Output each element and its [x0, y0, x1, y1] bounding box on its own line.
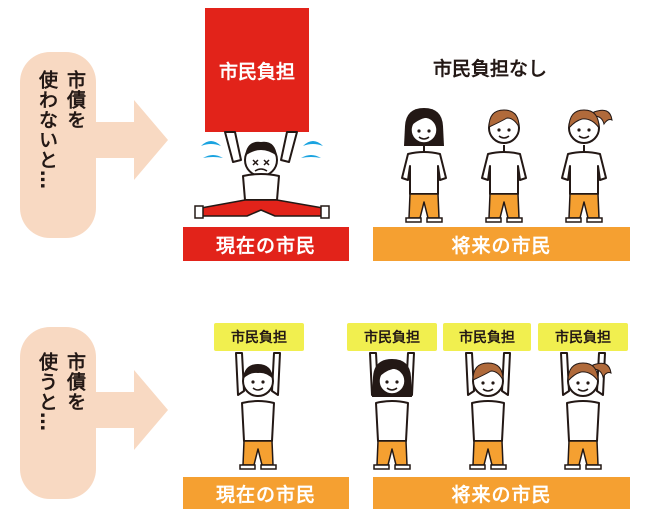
- top-condition-text-line1: 市債を: [64, 70, 86, 130]
- bottom-condition-pill: [20, 327, 96, 499]
- future-citizen-lifting-3: [560, 352, 612, 470]
- crushed-person-illustration: [194, 131, 330, 219]
- burden-tag-future-1: 市民負担: [347, 323, 437, 351]
- bottom-arrow-icon: [92, 370, 168, 450]
- burden-tag-future-2: 市民負担: [443, 323, 531, 351]
- future-citizen-lifting-2: [465, 352, 511, 470]
- bottom-current-citizens-bar: 現在の市民: [183, 477, 349, 509]
- top-burden-box: 市民負担: [205, 8, 309, 132]
- bottom-condition-text-line2: 使うと…: [36, 352, 58, 432]
- future-citizen-3: [561, 109, 613, 223]
- top-condition-pill: [20, 52, 96, 238]
- burden-tag-current: 市民負担: [214, 323, 304, 351]
- top-condition-text-line2: 使わないと…: [36, 70, 58, 190]
- current-citizen-lifting: [235, 352, 281, 470]
- future-citizen-lifting-1: [369, 352, 415, 470]
- future-citizen-1: [401, 107, 447, 223]
- bottom-condition-text-line1: 市債を: [64, 352, 86, 412]
- bottom-future-citizens-bar: 将来の市民: [373, 477, 630, 509]
- burden-tag-future-3: 市民負担: [538, 323, 628, 351]
- future-citizen-2: [481, 109, 527, 223]
- top-current-citizens-bar: 現在の市民: [183, 227, 349, 261]
- top-future-citizens-bar: 将来の市民: [373, 227, 630, 261]
- top-arrow-icon: [92, 100, 168, 180]
- no-burden-label: 市民負担なし: [433, 58, 548, 80]
